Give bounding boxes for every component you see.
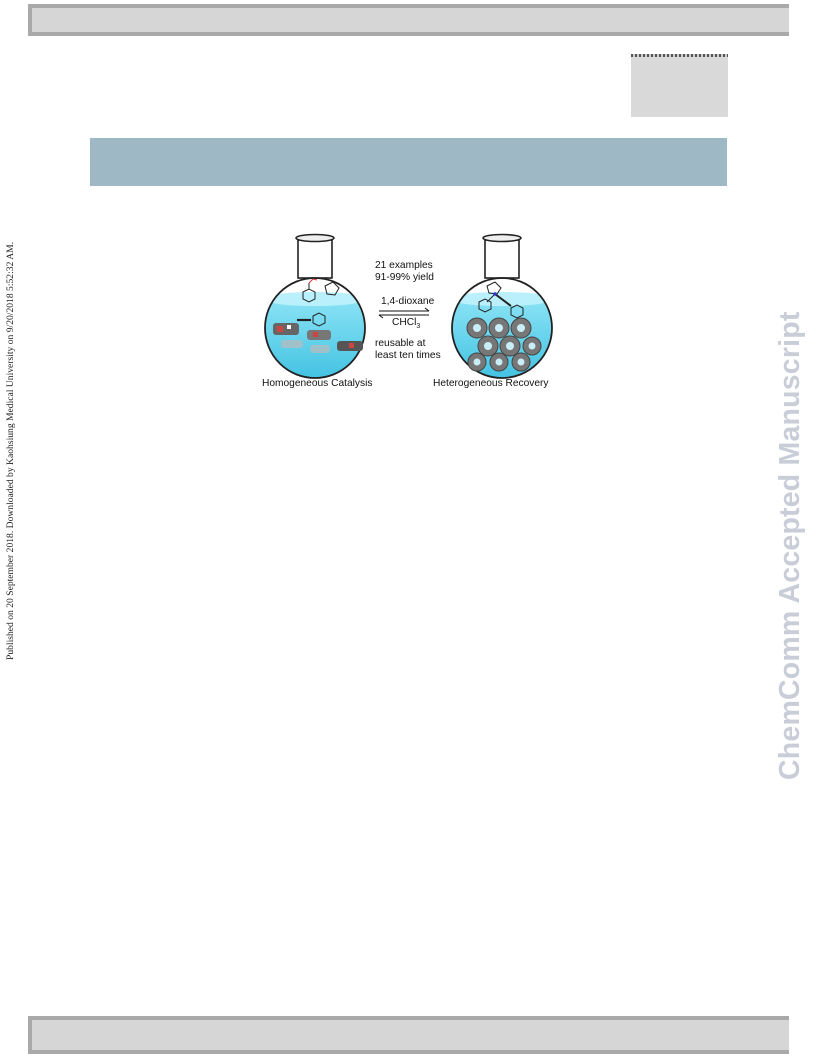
page-footer-bar (28, 1016, 789, 1054)
page-header-bar (28, 4, 789, 36)
publication-side-note: Published on 20 September 2018. Download… (5, 241, 16, 660)
homogeneous-catalysis-caption: Homogeneous Catalysis (262, 378, 373, 389)
accepted-manuscript-watermark: ChemComm Accepted Manuscript (774, 311, 806, 780)
graphical-abstract-figure: 21 examples 91-99% yield 1,4-dioxane CHC… (255, 228, 565, 393)
article-title-banner (90, 138, 727, 186)
yield-range-label: 91-99% yield (375, 272, 434, 283)
solvent-forward-label: 1,4-dioxane (381, 296, 435, 307)
cof-fragments-left (273, 323, 363, 353)
examples-count-label: 21 examples (375, 260, 433, 271)
heterogeneous-recovery-caption: Heterogeneous Recovery (433, 378, 549, 389)
reusable-label-line1: reusable at (375, 338, 426, 349)
logo-strip (631, 54, 728, 57)
left-flask (264, 233, 366, 379)
right-flask (451, 233, 553, 379)
journal-logo-placeholder (631, 54, 728, 117)
equilibrium-arrows (378, 307, 430, 319)
solvent-reverse-label: CHCl3 (392, 317, 420, 333)
solvent-reverse-subscript: 3 (416, 323, 421, 331)
reusable-label-line2: least ten times (375, 350, 441, 361)
solvent-reverse-main: CHCl (392, 317, 417, 328)
flask-illustration (264, 233, 553, 379)
